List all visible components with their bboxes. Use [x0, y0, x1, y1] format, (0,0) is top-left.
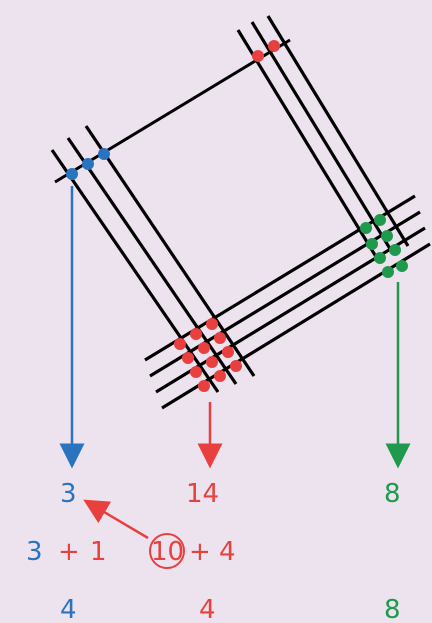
- red-dot: [230, 360, 242, 372]
- red-dot: [174, 338, 186, 350]
- blue-dot: [82, 158, 94, 170]
- red-dot: [252, 50, 264, 62]
- red-top-intersections: [252, 40, 280, 62]
- carry-circle: [149, 533, 185, 569]
- green-dot: [381, 230, 393, 242]
- green-dot: [389, 244, 401, 256]
- green-dot: [396, 260, 408, 272]
- green-dot: [374, 214, 386, 226]
- red-bottom-intersections: [174, 318, 242, 392]
- green-intersections: [360, 214, 408, 278]
- red-dot: [206, 356, 218, 368]
- blue-intersections: [66, 148, 110, 180]
- top-lines: [54, 38, 291, 184]
- bottom-line-group: [144, 194, 431, 410]
- red-dot: [268, 40, 280, 52]
- carry-left-a: 3: [26, 537, 43, 567]
- red-dot: [198, 342, 210, 354]
- red-dot: [222, 346, 234, 358]
- carry-left-plus: +: [58, 537, 80, 567]
- red-dot: [182, 352, 194, 364]
- result-middle: 14: [186, 479, 219, 509]
- carry-arrow: [83, 499, 149, 540]
- final-middle: 4: [199, 595, 216, 623]
- red-dot: [190, 328, 202, 340]
- carry-mid-b: 4: [219, 537, 236, 567]
- carry-mid-plus: +: [189, 537, 211, 567]
- green-dot: [374, 252, 386, 264]
- blue-dot: [98, 148, 110, 160]
- final-right: 8: [384, 595, 401, 623]
- result-right: 8: [384, 479, 401, 509]
- right-line-group: [236, 15, 410, 261]
- red-dot: [214, 332, 226, 344]
- result-left: 3: [60, 479, 77, 509]
- red-dot: [214, 370, 226, 382]
- green-dot: [360, 222, 372, 234]
- carry-circled-number: 10: [151, 537, 184, 567]
- final-left: 4: [60, 595, 77, 623]
- green-dot: [382, 266, 394, 278]
- blue-dot: [66, 168, 78, 180]
- red-dot: [198, 380, 210, 392]
- red-dot: [190, 366, 202, 378]
- red-dot: [206, 318, 218, 330]
- carry-left-b: 1: [90, 537, 107, 567]
- green-dot: [366, 238, 378, 250]
